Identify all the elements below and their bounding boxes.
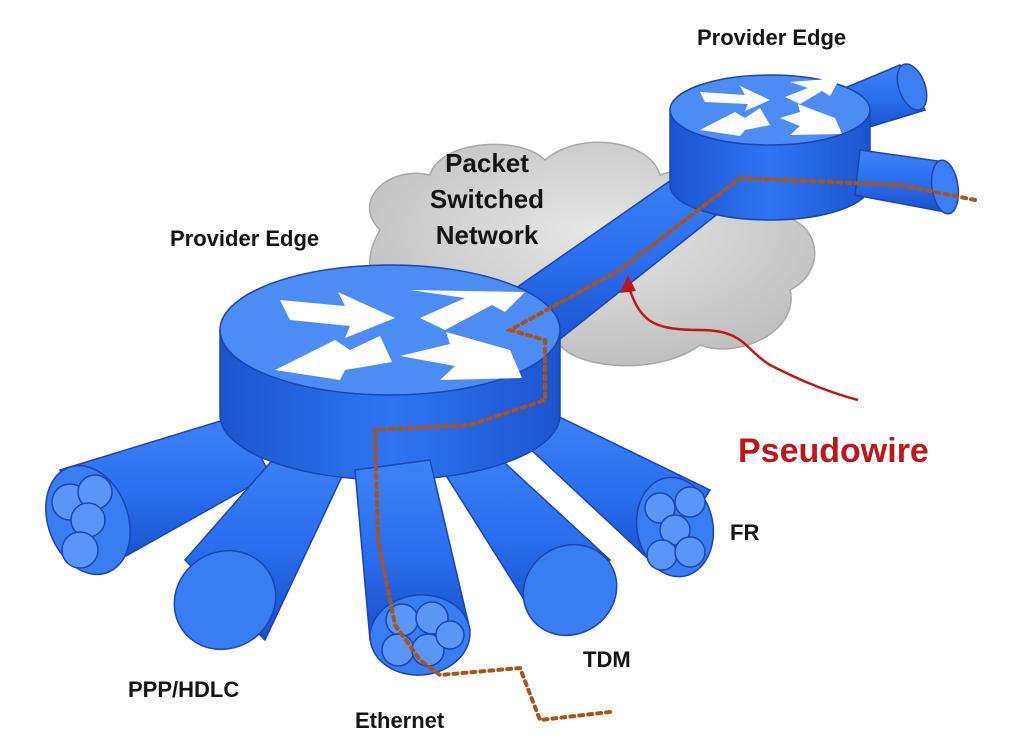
provider-edge-label-top: Provider Edge [697,25,846,50]
pseudowire-label: Pseudowire [738,432,929,470]
provider-edge-router-left [219,264,561,481]
tdm-tube [428,439,618,637]
fr-bundle-tube [508,409,715,578]
network-label-line2: Switched [430,184,544,214]
tdm-label: TDM [583,647,631,672]
network-label-line1: Packet [445,148,529,178]
ethernet-label: Ethernet [355,708,445,733]
ppp-hdlc-label: PPP/HDLC [128,677,239,702]
network-label-line3: Network [436,220,539,250]
fr-label: FR [730,520,759,545]
router-arrows-icon [275,290,525,380]
attachment-circuits [45,409,715,651]
emulated-service-path [372,175,977,723]
pseudowire-pointer-arrow [620,275,859,402]
provider-edge-label-left: Provider Edge [170,226,319,251]
router-arrows-icon [700,78,842,136]
ethernet-tube [354,459,471,676]
provider-edge-router-right [669,63,960,221]
ppp-hdlc-tube [173,439,346,651]
